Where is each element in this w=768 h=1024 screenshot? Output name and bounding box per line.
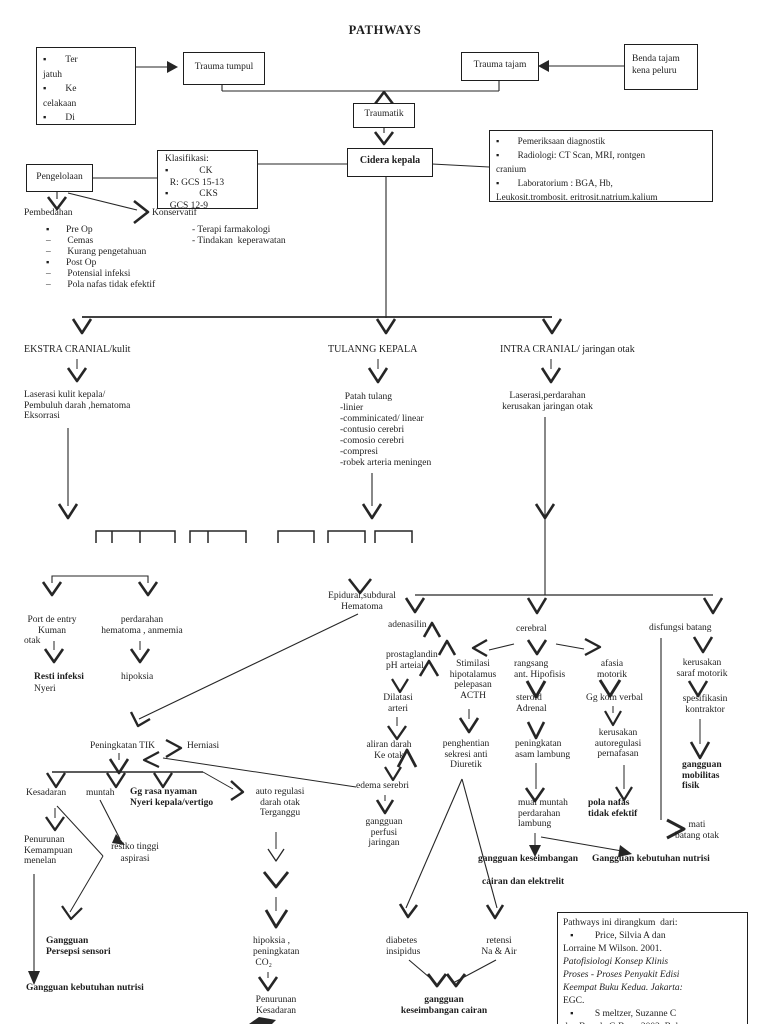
cidera-kepala-box: Cidera kepala <box>347 148 433 177</box>
ref-line-7: EGC. <box>563 996 585 1006</box>
ref-line-9: dan Brenda G Bare. 2002. Buk <box>563 1022 680 1024</box>
mati-batang-label: mati batang otak <box>674 820 720 841</box>
penurunan-kesadaran-label: Penurunan Kesadaran <box>255 995 297 1016</box>
page-title: PATHWAYS <box>348 23 422 37</box>
peningkatan-tik-label: Peningkatan TIK <box>90 741 155 751</box>
gangguan-keseimbangan2-label: gangguan keseimbangan <box>478 854 579 864</box>
perdarahan-hematoma-label: perdarahan hematoma , anmemia <box>101 615 183 636</box>
otak-label: otak <box>24 636 41 646</box>
diabetes-label: diabetes insipidus <box>386 936 421 957</box>
edema-serebri-label: edema serebri <box>356 781 410 791</box>
gg-rasa-nyaman-label: Gg rasa nyaman Nyeri kepala/vertigo <box>130 787 214 808</box>
aliran-darah-label: aliran darah Ke otak <box>366 740 412 761</box>
steroid-label: steroid Adrenal <box>516 693 547 714</box>
resiko-aspirasi-label: resiko tinggi aspirasi <box>111 842 159 864</box>
port-de-entry-label: Port de entry Kuman <box>27 615 77 636</box>
ref-line-6: Keempat Buku Kedua. Jakarta: <box>563 983 683 993</box>
retensi-label: retensi Na & Air <box>481 936 517 957</box>
stimilasi-label: Stimilasi hipotalamus pelepasan ACTH <box>449 659 497 701</box>
gangguan-perfusi-label: gangguan perfusi jaringan <box>365 817 403 848</box>
dilatasi-label: Dilatasi arteri <box>383 693 413 714</box>
pemeriksaan-box: ▪ Pemeriksaan diagnostik ▪ Radiologi: CT… <box>489 130 713 202</box>
ref-line-1: Pathways ini dirangkum dari: <box>563 918 678 928</box>
cairan-elektrolit-label: cairan dan elektrelit <box>482 877 565 887</box>
konservatif-list: - Terapi farmakologi - Tindakan keperawa… <box>192 225 286 246</box>
causes-box: ▪ Ter jatuh ▪ Ke celakaan ▪ Di <box>36 47 136 125</box>
penghentian-label: penghentian sekresi anti Diuretik <box>442 739 490 770</box>
laserasi-kulit-label: Laserasi kulit kepala/ Pembuluh darah ,h… <box>24 390 131 421</box>
prostaglandin-label: prostaglandin pH arteial <box>386 650 438 671</box>
ref-line-5: Proses - Proses Penyakit Edisi <box>563 970 680 980</box>
resti-infeksi-label: Resti infeksi <box>34 672 84 682</box>
penurunan-menelan-label: Penurunan Kemampuan menelan <box>24 835 73 866</box>
ref-line-8: ▪ S meltzer, Suzanne C <box>563 1009 677 1019</box>
pola-nafas-label: pola nafas tidak efektif <box>588 798 638 819</box>
kerusakan-autoregulasi-label: kerusakan autoregulasi pernafasan <box>594 728 642 759</box>
gg-kom-verbal-label: Gg kom verbal <box>586 693 643 703</box>
nyeri-label: Nyeri <box>34 684 56 694</box>
gangguan-nutrisi2-label: Gangguan kebutuhan nutrisi <box>592 854 710 864</box>
ekstra-cranial-heading: EKSTRA CRANIAL/kulit <box>24 344 131 355</box>
reference-box <box>557 912 748 1024</box>
gangguan-persepsi-label: Gangguan Persepsi sensori <box>46 936 111 957</box>
pengelolaan-box: Pengelolaan <box>26 164 93 192</box>
gangguan-nutrisi1-label: Gangguan kebutuhan nutrisi <box>26 983 144 993</box>
muntah-label: muntah <box>86 788 115 798</box>
tulanng-kepala-heading: TULANNG KEPALA <box>328 344 418 355</box>
kerusakan-saraf-label: kerusakan saraf motorik <box>676 658 728 679</box>
ref-line-3: Lorraine M Wilson. 2001. <box>563 944 662 954</box>
afasia-label: afasia motorik <box>596 659 628 680</box>
trauma-tumpul-box: Trauma tumpul <box>183 52 265 85</box>
intra-cranial-heading: INTRA CRANIAL/ jaringan otak <box>500 344 635 355</box>
disfungsi-batang-label: disfungsi batang <box>649 623 712 633</box>
ref-line-4: Patofisiologi Konsep Klinis <box>563 957 669 967</box>
herniasi-label: Herniasi <box>187 741 220 751</box>
hipoksia-co2-label: hipoksia , peningkatan CO₂ <box>253 936 300 969</box>
auto-regulasi-label: auto regulasi darah otak Terganggu <box>255 787 305 818</box>
mual-muntah-label: mual muntah perdarahan lambung <box>518 798 568 829</box>
pembedahan-list: ▪ Pre Op – Cemas – Kurang pengetahuan ▪ … <box>46 225 156 290</box>
gangguan-mobilitas-label: gangguan mobilitas fisik <box>682 760 722 791</box>
ref-line-2: ▪ Price, Silvia A dan <box>563 931 666 941</box>
hipoksia-label: hipoksia <box>121 672 154 682</box>
patah-tulang-label: Patah tulang -linier -comminicated/ line… <box>340 392 432 468</box>
kesadaran-label: Kesadaran <box>26 788 67 798</box>
trauma-tajam-box: Trauma tajam <box>461 52 539 81</box>
pembedahan-label: Pembedahan <box>24 208 73 218</box>
gangguan-cairan-label: gangguan keseimbangan cairan <box>400 995 488 1016</box>
konservatif-label: Konservatif <box>152 208 197 218</box>
traumatik-box: Traumatik <box>353 103 415 128</box>
benda-tajam-box: Benda tajam kena peluru <box>624 44 698 90</box>
laserasi-otak-label: Laserasi,perdarahan kerusakan jaringan o… <box>502 391 593 412</box>
rangsang-label: rangsang ant. Hipofisis <box>514 659 566 680</box>
peningkatan-asam-label: peningkatan asam lambung <box>515 739 571 760</box>
epidural-label: Epidural,subdural Hematoma <box>328 591 396 612</box>
cerebral-label: cerebral <box>516 624 547 634</box>
spesifikasi-label: spesifikasin kontraktor <box>682 694 728 715</box>
adenasilin-label: adenasilin <box>388 620 427 630</box>
klasifikasi-box: Klasifikasi: ▪ CK R: GCS 15-13 ▪ CKS GCS… <box>157 150 258 209</box>
